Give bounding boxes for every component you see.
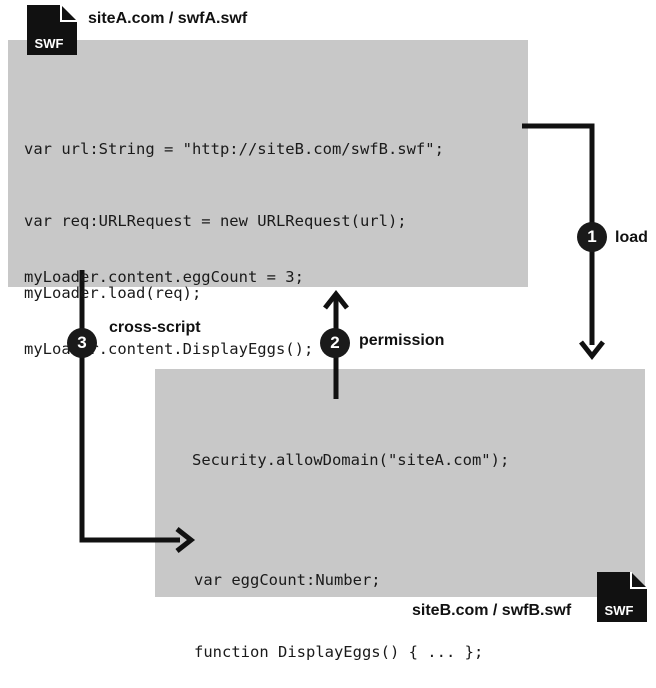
swf-b-code-panel <box>155 369 645 597</box>
code-line: var eggCount:Number; <box>194 571 381 589</box>
step-1-badge: 1 <box>577 222 607 252</box>
step-3-badge: 3 <box>67 328 97 358</box>
load-arrowhead <box>579 340 605 361</box>
swf-a-code-panel <box>8 40 528 287</box>
cross-script-arrow-line <box>79 270 180 543</box>
swf-a-file-label: siteA.com / swfA.swf <box>88 10 248 27</box>
swf-a-file-icon: SWF <box>27 5 77 55</box>
code-line: function DisplayEggs() { ... }; <box>194 643 484 661</box>
code-line: myLoader.load(req); <box>24 284 202 302</box>
swf-a-code-top: var url:String = "http://siteB.com/swfB.… <box>24 89 444 329</box>
swf-b-file-icon: SWF <box>597 572 647 622</box>
code-line: Security.allowDomain("siteA.com"); <box>192 451 510 469</box>
permission-arrowhead <box>323 289 349 310</box>
cross-script-arrowhead <box>175 527 196 553</box>
swf-a-code-bottom: myLoader.content.eggCount = 3; myLoader.… <box>24 217 313 385</box>
swf-b-file-label: siteB.com / swfB.swf <box>412 602 572 619</box>
step-3-label: cross-script <box>109 319 201 336</box>
code-line: var req:URLRequest = new URLRequest(url)… <box>24 212 407 230</box>
swf-b-code-top: Security.allowDomain("siteA.com"); <box>192 400 509 496</box>
load-arrow-line <box>522 123 595 345</box>
swf-b-icon-text: SWF <box>604 603 634 618</box>
step-2-badge: 2 <box>320 328 350 358</box>
code-line: myLoader.content.eggCount = 3; <box>24 268 304 286</box>
swf-a-icon-text: SWF <box>34 36 64 51</box>
step-1-label: load <box>615 229 648 246</box>
code-line: var url:String = "http://siteB.com/swfB.… <box>24 140 444 158</box>
step-2-label: permission <box>359 332 445 349</box>
